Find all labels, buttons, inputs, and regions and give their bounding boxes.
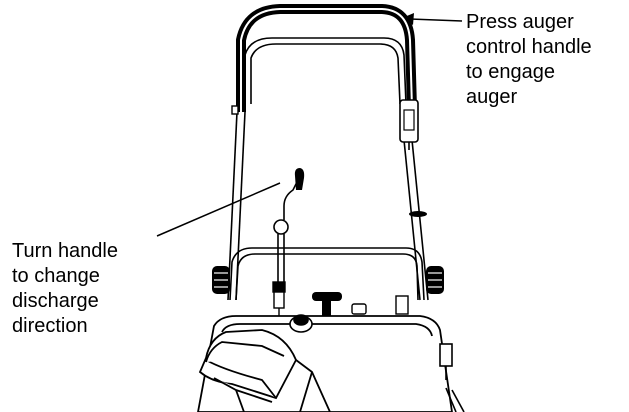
auger-control-handle: [236, 4, 417, 112]
side-bracket: [439, 343, 465, 412]
cable-tie: [409, 211, 427, 217]
callout-line: auger: [466, 86, 518, 108]
callout-line: direction: [12, 315, 88, 337]
fuel-cap: [289, 314, 313, 333]
auger-control-callout: Press auger control handle to engage aug…: [466, 10, 592, 110]
handle-lock-box: [399, 99, 419, 150]
discharge-handle-knob: [294, 168, 305, 190]
callout-line: Turn handle: [12, 240, 118, 262]
discharge-crank: [273, 177, 300, 282]
handle-frame: [227, 37, 429, 301]
callout-line: to change: [12, 265, 100, 287]
left-adjust-knob: [212, 266, 230, 294]
callout-line: Press auger: [466, 11, 574, 33]
discharge-leader-line: [156, 182, 281, 237]
right-adjust-knob: [426, 266, 444, 294]
engine-fittings: [351, 295, 409, 315]
callout-line: control handle: [466, 36, 592, 58]
crank-joint: [272, 281, 286, 318]
discharge-chute: [198, 329, 331, 412]
t-handle-knob: [312, 292, 342, 316]
frame-bolt: [231, 105, 239, 115]
dashboard-bar: [229, 247, 425, 301]
discharge-direction-callout: Turn handle to change discharge directio…: [12, 239, 118, 339]
callout-line: discharge: [12, 290, 99, 312]
callout-line: to engage: [466, 61, 555, 83]
